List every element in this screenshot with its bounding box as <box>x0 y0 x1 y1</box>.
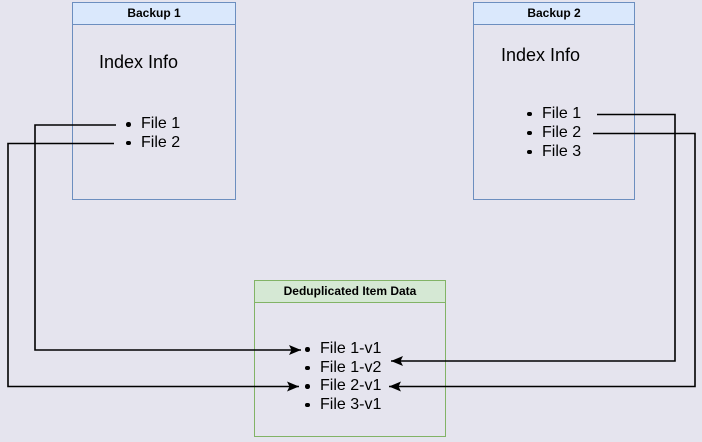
bullet-icon <box>126 122 131 127</box>
backup2-index-info-label: Index Info <box>501 45 581 65</box>
list-item: File 1-v2 <box>305 359 381 378</box>
bullet-icon <box>126 140 131 145</box>
bullet-icon <box>527 111 532 117</box>
list-item: File 2 <box>126 134 180 153</box>
list-item: File 2-v1 <box>305 377 381 396</box>
list-item-label: File 2-v1 <box>320 377 382 395</box>
list-item-label: File 2 <box>542 124 582 141</box>
backup2-file-list: File 1 File 2 File 3 <box>527 105 581 162</box>
list-item: File 3-v1 <box>305 396 381 415</box>
list-item-label: File 2 <box>141 133 181 151</box>
list-item: File 2 <box>527 124 581 143</box>
bullet-icon <box>305 365 310 370</box>
backup1-header: Backup 1 <box>73 3 235 25</box>
bullet-icon <box>305 402 310 407</box>
bullet-icon <box>527 149 532 155</box>
list-item: File 1 <box>126 115 180 134</box>
backup2-box: Backup 2 Index Info File 1 File 2 File 3 <box>473 2 635 200</box>
bullet-icon <box>305 347 310 352</box>
list-item: File 3 <box>527 143 581 162</box>
list-item-label: File 1-v1 <box>320 340 382 358</box>
backup2-header: Backup 2 <box>474 3 634 25</box>
backup1-index-info-label: Index Info <box>99 52 179 72</box>
list-item-label: File 1 <box>141 115 181 133</box>
list-item-label: File 1-v2 <box>320 358 382 376</box>
list-item-label: File 1 <box>542 105 582 122</box>
bullet-icon <box>527 130 532 136</box>
bullet-icon <box>305 384 310 389</box>
list-item: File 1 <box>527 105 581 124</box>
dedup-header: Deduplicated Item Data <box>255 281 445 303</box>
list-item: File 1-v1 <box>305 340 381 359</box>
list-item-label: File 3-v1 <box>320 395 382 413</box>
list-item-label: File 3 <box>542 143 582 160</box>
